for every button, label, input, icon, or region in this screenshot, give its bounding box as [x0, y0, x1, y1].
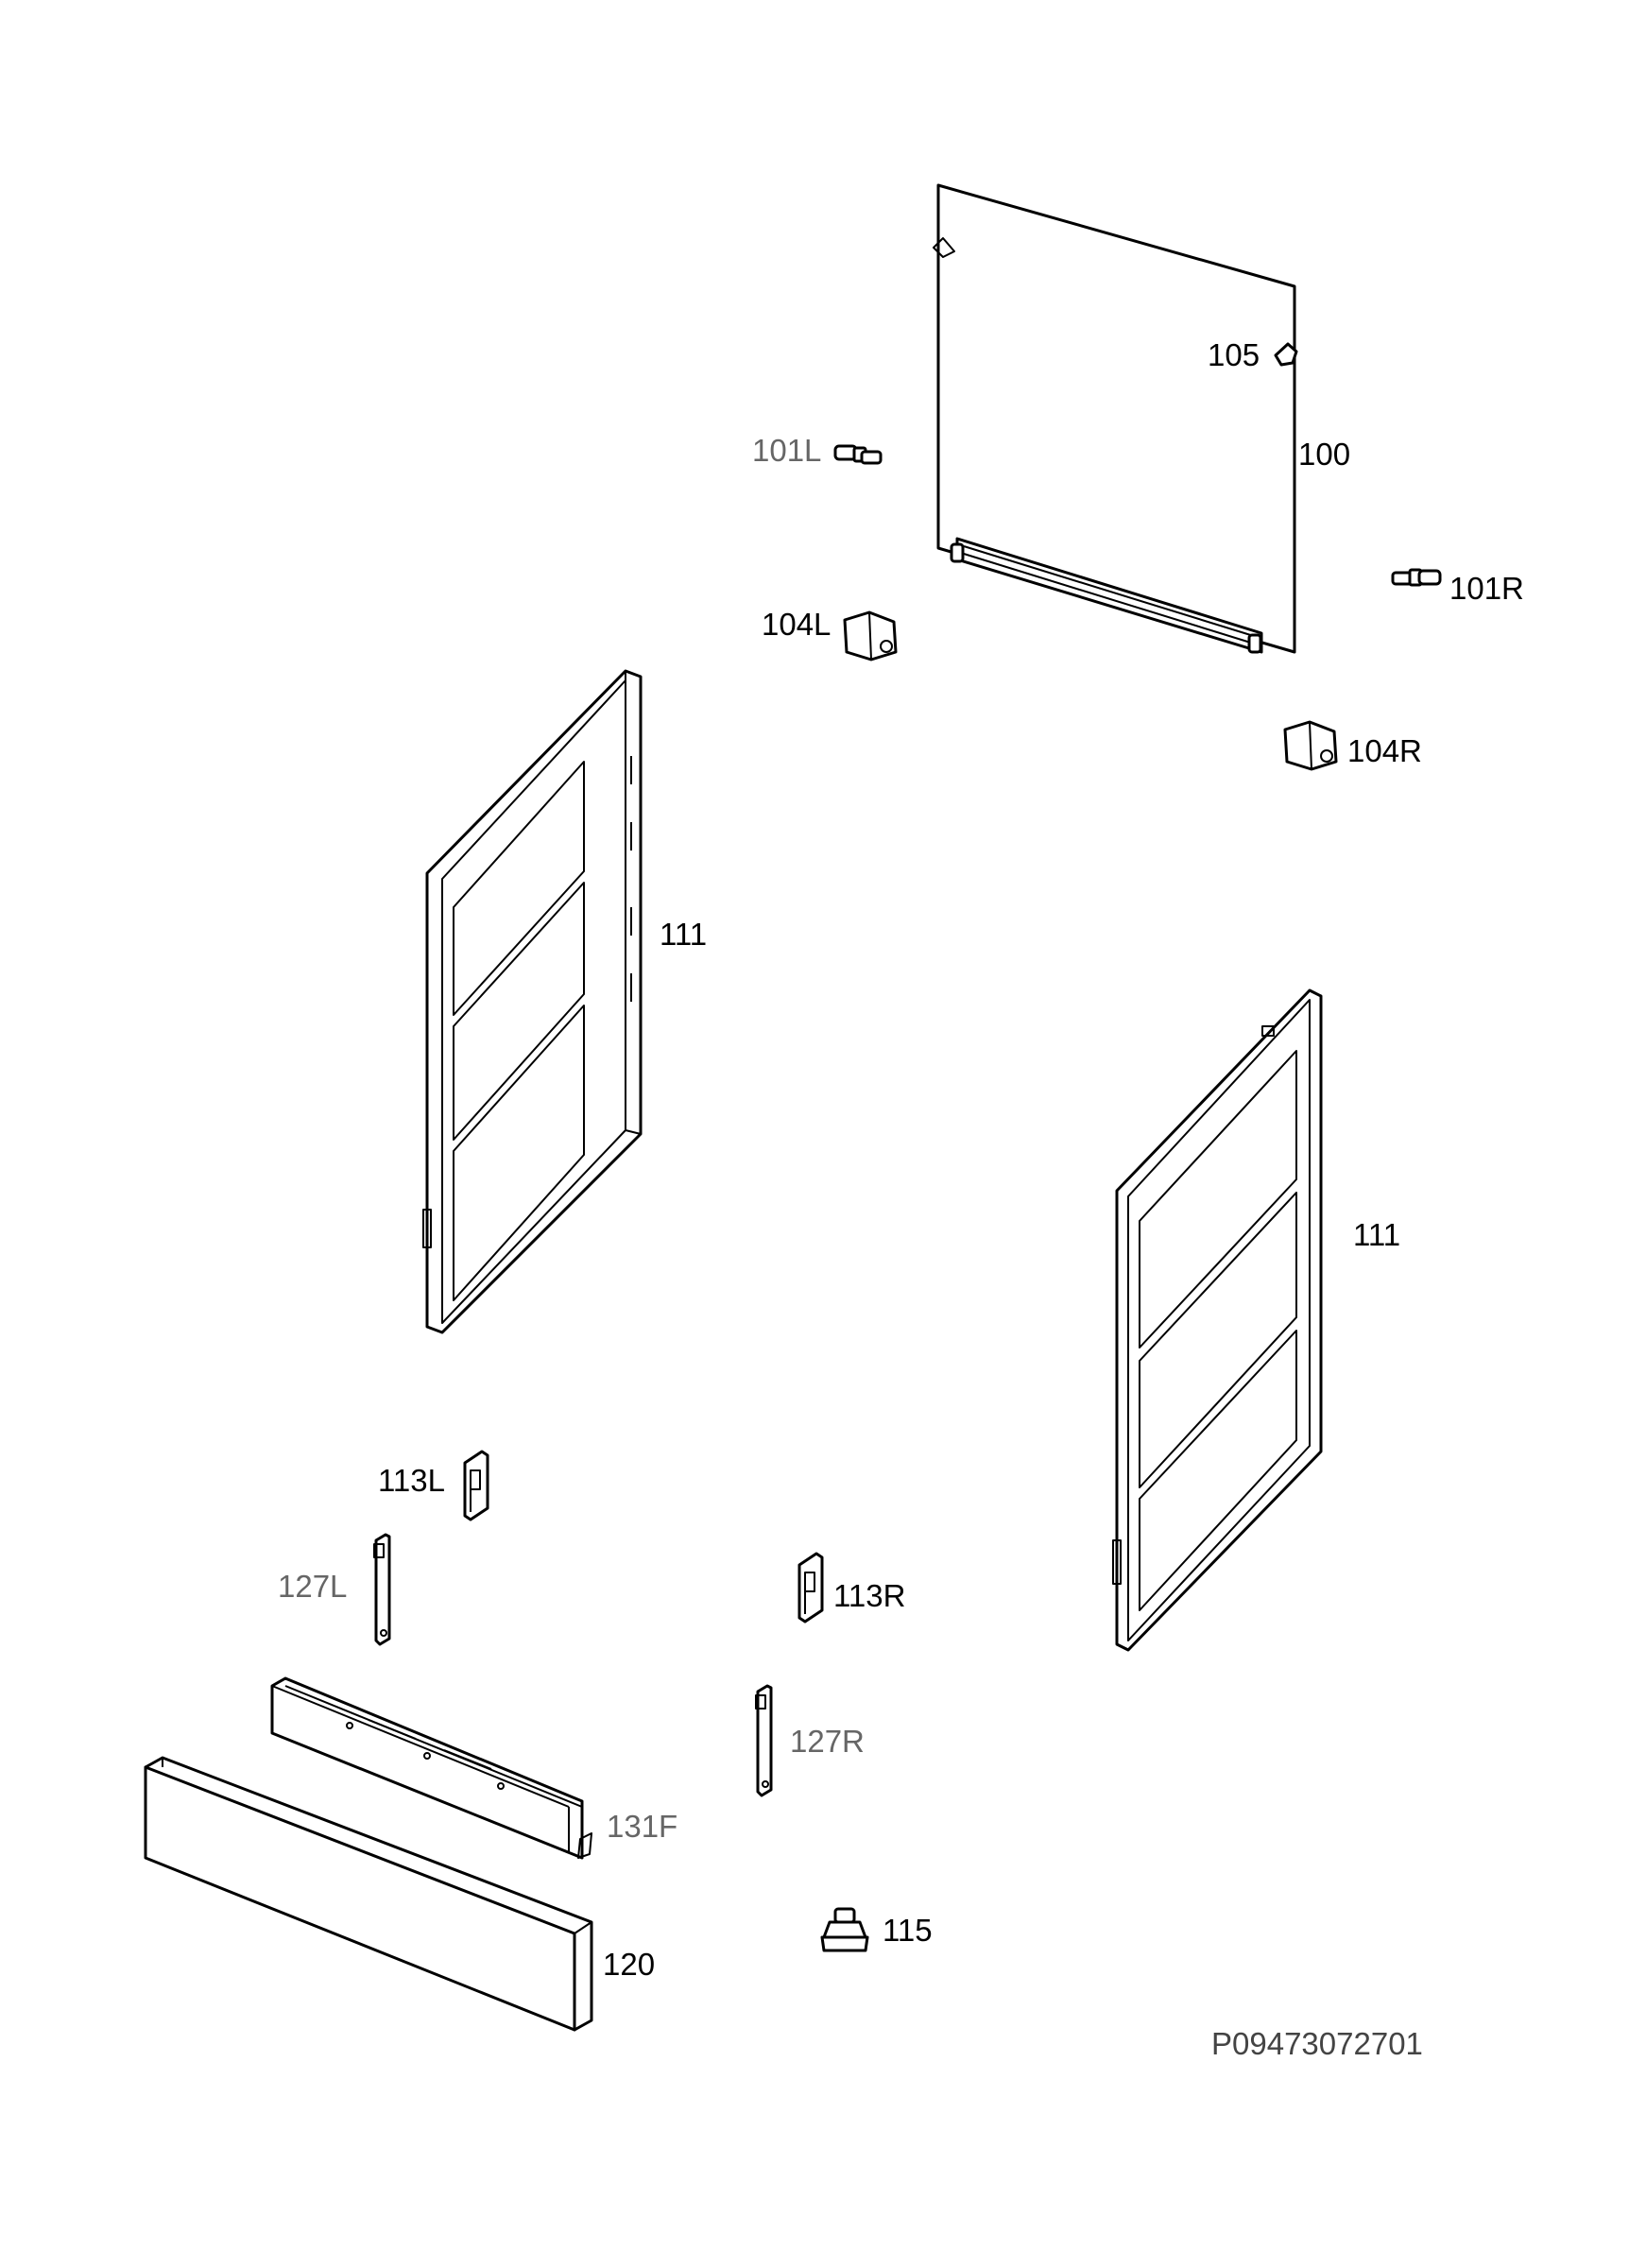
label-115: 115 — [883, 1913, 933, 1948]
label-120: 120 — [603, 1947, 655, 1982]
label-131F: 131F — [607, 1809, 677, 1844]
part-115-foot — [820, 1907, 869, 1952]
part-113L-hinge — [463, 1450, 489, 1521]
part-127L-strip — [373, 1533, 391, 1646]
label-104L: 104L — [762, 607, 831, 642]
part-111-door-frame-right — [1112, 988, 1323, 1652]
part-100-glass-panel — [933, 183, 1296, 654]
label-127R: 127R — [790, 1724, 865, 1759]
part-131F-inner-panel — [270, 1676, 592, 1860]
part-111-door-frame-left — [422, 669, 643, 1334]
label-111-left: 111 — [660, 917, 707, 952]
drawing-code: P09473072701 — [1211, 2026, 1423, 2061]
part-105-clip — [1274, 342, 1298, 367]
label-111-right: 111 — [1353, 1217, 1400, 1252]
label-127L: 127L — [278, 1569, 347, 1604]
label-105: 105 — [1208, 337, 1260, 372]
part-104R-bracket — [1283, 720, 1338, 771]
part-127R-strip — [755, 1684, 773, 1797]
part-labels: 105 100 101L 101R 104L 104R 111 111 113L… — [278, 337, 1524, 2061]
part-101L-hinge-pin — [833, 444, 883, 465]
part-104L-bracket — [843, 610, 898, 662]
label-101L: 101L — [752, 433, 821, 468]
part-101R-hinge-pin — [1391, 568, 1442, 587]
label-113R: 113R — [833, 1578, 905, 1613]
label-113L: 113L — [378, 1463, 445, 1498]
part-113R-hinge — [797, 1552, 824, 1624]
label-101R: 101R — [1449, 571, 1524, 606]
label-104R: 104R — [1347, 733, 1422, 768]
label-100: 100 — [1298, 437, 1350, 472]
part-120-front-panel — [144, 1756, 593, 2032]
